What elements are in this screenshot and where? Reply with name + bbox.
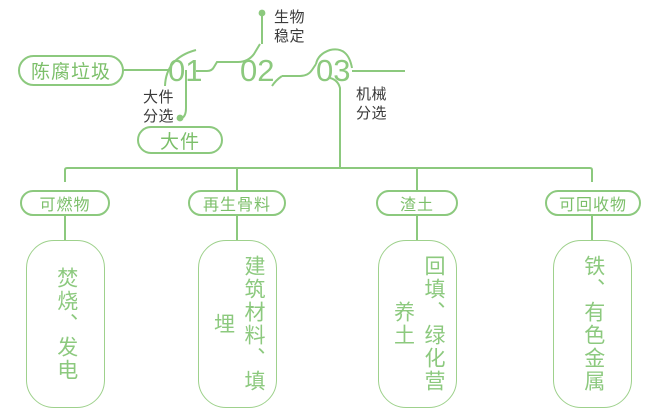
output-box-slag[interactable]: 回填、绿化营养土	[378, 240, 457, 408]
arc-stage2-lower	[271, 75, 283, 87]
dot-biostable	[258, 9, 266, 17]
wire-stage2-to-stage3	[282, 63, 317, 77]
stage-note-02: 生物 稳定	[274, 9, 306, 46]
stage-number-02[interactable]: 02	[240, 55, 274, 86]
output-box-combustible-text: 焚烧、发电	[54, 266, 78, 382]
node-bulky-output[interactable]: 大件	[137, 126, 223, 154]
output-pill-aggregate-label: 再生骨料	[202, 197, 271, 214]
stage-number-03[interactable]: 03	[316, 55, 350, 86]
output-box-aggregate[interactable]: 建筑材料、填埋	[198, 240, 277, 408]
stage-note-03: 机械 分选	[356, 86, 388, 123]
output-pill-slag-label: 渣土	[399, 197, 434, 214]
wire-stage3-to-bus	[329, 77, 341, 168]
stage-number-03-text: 03	[316, 53, 351, 88]
output-box-aggregate-text: 建筑材料、填埋	[211, 255, 265, 393]
output-pill-recyclable-label: 可回收物	[558, 197, 627, 214]
output-box-slag-text: 回填、绿化营养土	[391, 255, 445, 393]
arc-stage1	[164, 49, 197, 87]
bus-horizontal	[64, 167, 593, 182]
output-pill-combustible-label: 可燃物	[39, 197, 91, 214]
output-box-combustible[interactable]: 焚烧、发电	[26, 240, 105, 408]
output-pill-combustible[interactable]: 可燃物	[20, 190, 110, 216]
stage-number-01-text: 01	[168, 53, 203, 88]
arc-stage3	[315, 48, 353, 69]
output-pill-slag[interactable]: 渣土	[376, 190, 458, 216]
stage-number-01[interactable]: 01	[168, 55, 202, 86]
node-source-waste[interactable]: 陈腐垃圾	[18, 55, 124, 86]
stage-number-02-text: 02	[240, 53, 275, 88]
output-pill-aggregate[interactable]: 再生骨料	[188, 190, 286, 216]
output-box-recyclable[interactable]: 铁、有色金属	[553, 240, 632, 408]
output-pill-recyclable[interactable]: 可回收物	[545, 190, 641, 216]
dot-bulky-branch	[176, 114, 184, 122]
wire-stage1-to-stage2	[196, 61, 238, 72]
arc-stage2-upper	[237, 43, 261, 63]
output-box-recyclable-text: 铁、有色金属	[581, 255, 605, 393]
stage-note-01: 大件 分选	[142, 89, 174, 126]
node-source-waste-label: 陈腐垃圾	[30, 62, 111, 83]
node-bulky-output-label: 大件	[159, 131, 200, 153]
